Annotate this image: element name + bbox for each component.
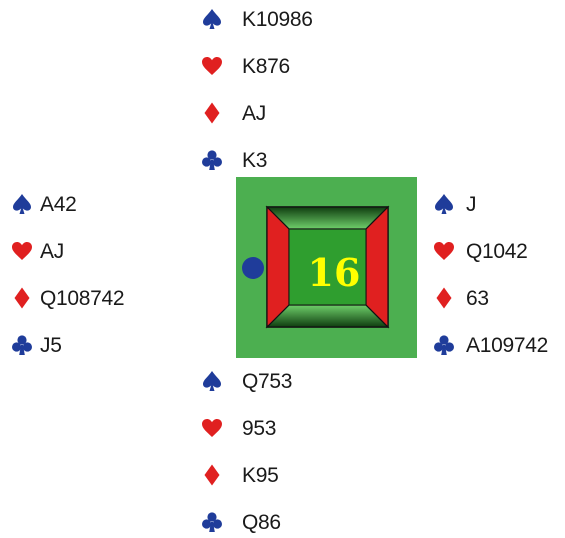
diamond-icon (10, 284, 34, 314)
north-hearts: K876 (242, 55, 290, 78)
diamond-icon (200, 461, 224, 491)
spade-icon (10, 190, 34, 220)
west-clubs: J5 (40, 334, 62, 357)
spade-icon (200, 367, 224, 397)
east-spades: J (466, 193, 477, 216)
heart-icon (432, 237, 456, 267)
board-frame (265, 205, 390, 329)
club-icon (200, 508, 224, 538)
board-number: 16 (307, 250, 361, 295)
east-diamonds: 63 (466, 287, 489, 310)
west-diamonds: Q108742 (40, 287, 125, 310)
west-spades: A42 (40, 193, 77, 216)
south-clubs: Q86 (242, 511, 281, 534)
east-hearts: Q1042 (466, 240, 528, 263)
north-spades: K10986 (242, 8, 313, 31)
south-spades: Q753 (242, 370, 293, 393)
south-hearts: 953 (242, 417, 277, 440)
north-diamonds: AJ (242, 102, 266, 125)
club-icon (10, 331, 34, 361)
club-icon (432, 331, 456, 361)
east-clubs: A109742 (466, 334, 548, 357)
dealer-marker (242, 257, 264, 279)
board-center (288, 228, 367, 306)
spade-icon (200, 5, 224, 35)
west-hearts: AJ (40, 240, 64, 263)
heart-icon (200, 52, 224, 82)
diamond-icon (200, 99, 224, 129)
diamond-icon (432, 284, 456, 314)
spade-icon (432, 190, 456, 220)
south-diamonds: K95 (242, 464, 279, 487)
heart-icon (10, 237, 34, 267)
club-icon (200, 146, 224, 176)
north-clubs: K3 (242, 149, 268, 172)
board-table: 16 (236, 177, 417, 358)
heart-icon (200, 414, 224, 444)
